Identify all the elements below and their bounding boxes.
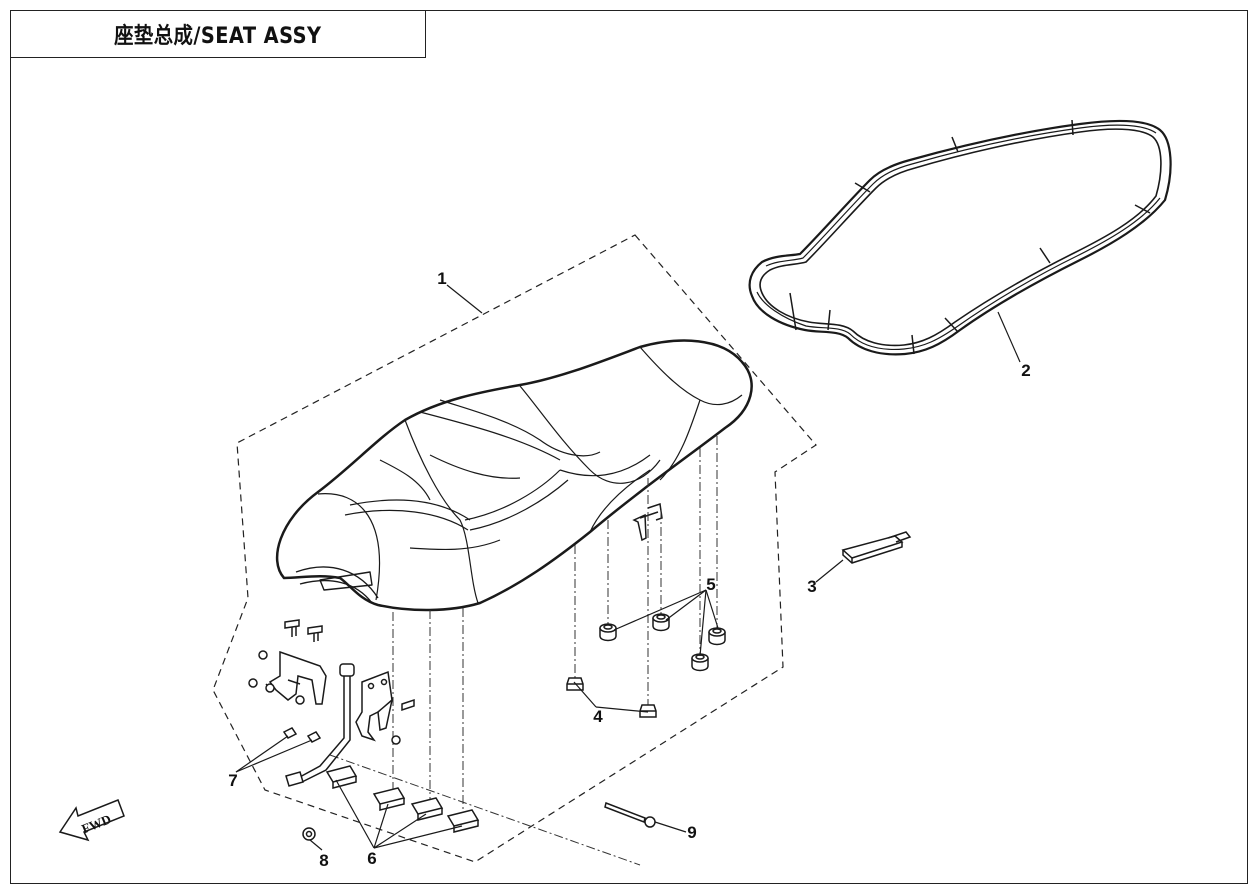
seat-latch-strip	[841, 531, 912, 564]
rubber-bumper	[691, 653, 709, 672]
screw-right	[401, 698, 415, 712]
callout-leaders	[235, 284, 1021, 851]
rear-bracket-right	[355, 670, 401, 745]
callout-3: 3	[807, 577, 816, 596]
rubber-bumpers	[599, 613, 726, 672]
rubber-bumper	[652, 613, 670, 632]
small-nuts	[248, 650, 322, 743]
seat-cushion	[275, 339, 753, 612]
rubber-bumper	[708, 627, 726, 646]
callout-numbers: 1 2 3 4 5 6 7 8 9	[228, 269, 1030, 870]
callout-6: 6	[367, 849, 376, 868]
forward-arrow-icon: FWD	[58, 799, 125, 842]
callout-2: 2	[1021, 361, 1030, 380]
seat-brackets	[248, 619, 656, 841]
callout-7: 7	[228, 771, 237, 790]
bottom-nut-8	[302, 827, 316, 841]
cable-rod	[285, 663, 355, 787]
drawing-frame	[10, 10, 1248, 884]
callout-1: 1	[437, 269, 446, 288]
seat-group-boundary	[212, 234, 817, 863]
rear-bracket-left	[265, 650, 327, 705]
long-bolt-9	[604, 801, 656, 828]
callout-8: 8	[319, 851, 328, 870]
callout-9: 9	[687, 823, 696, 842]
callout-5: 5	[706, 575, 715, 594]
title-block: 座垫总成/SEAT ASSY	[10, 10, 426, 58]
rubber-bumper	[599, 623, 617, 642]
drawing-title: 座垫总成/SEAT ASSY	[114, 24, 322, 49]
fastener-clips	[325, 765, 480, 833]
mounting-guide-lines	[329, 436, 718, 866]
bolt-pair	[284, 619, 323, 642]
seat-frame-rail	[748, 119, 1172, 356]
callout-4: 4	[593, 707, 603, 726]
